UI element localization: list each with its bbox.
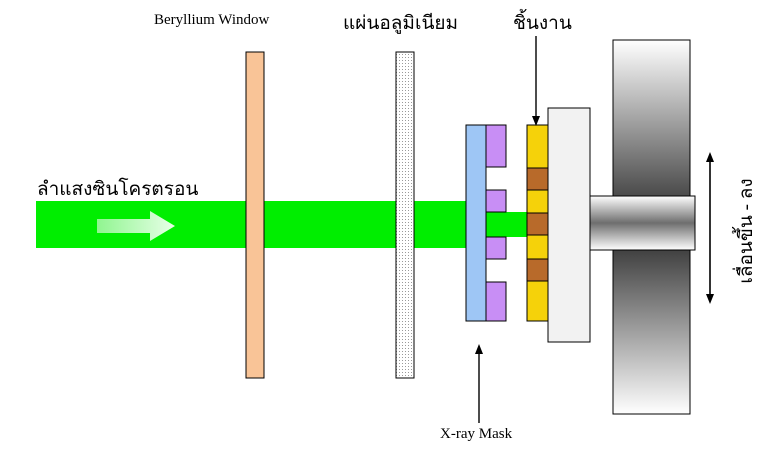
- beam-direction-arrow-icon: [97, 211, 175, 241]
- mask-absorber: [485, 281, 507, 322]
- beam-through-mask: [486, 212, 527, 237]
- mask-membrane: [465, 124, 487, 322]
- exposed-region: [526, 258, 549, 282]
- beryllium-window: [245, 51, 265, 379]
- stage-shaft: [589, 195, 696, 251]
- workpiece: [526, 124, 549, 322]
- mask-absorber: [485, 236, 507, 260]
- xray-mask: [465, 124, 507, 322]
- exposed-region: [526, 167, 549, 191]
- mask-absorber: [485, 124, 507, 168]
- workpiece-label: ชิ้นงาน: [513, 13, 572, 34]
- motion-label: เลื่อนขึ้น - ลง: [736, 178, 757, 284]
- aluminum-sheet: [395, 51, 415, 379]
- substrate: [547, 107, 591, 343]
- synchrotron-beam-label: ลำแสงซินโครตรอน: [37, 179, 199, 200]
- exposed-region: [526, 212, 549, 236]
- xray-mask-label: X-ray Mask: [440, 426, 513, 442]
- beryllium-window-label: Beryllium Window: [154, 12, 270, 28]
- mask-absorber: [485, 189, 507, 213]
- aluminum-sheet-label: แผ่นอลูมิเนียม: [343, 13, 459, 34]
